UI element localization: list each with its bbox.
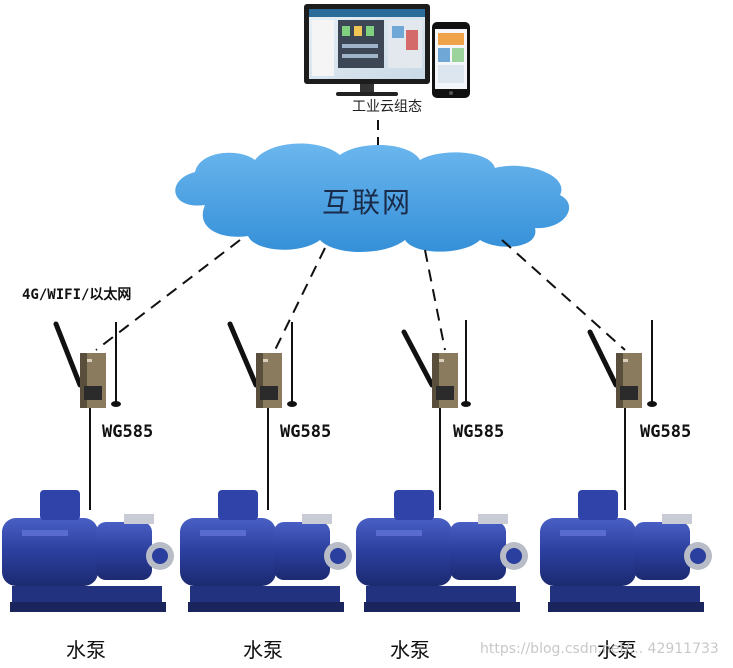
pump-label: 水泵 [243, 638, 283, 662]
gateway-device [401, 320, 471, 408]
internet-cloud [175, 143, 570, 252]
wireless-links [95, 239, 626, 351]
pump-icon [356, 490, 528, 612]
platform-label: 工业云组态 [352, 100, 422, 115]
gateway-device [587, 320, 657, 408]
gateway-label: WG585 [280, 422, 332, 442]
pump-label: 水泵 [390, 638, 430, 662]
pump-icon [540, 490, 712, 612]
wired-links [89, 408, 626, 510]
pump-icon [2, 490, 174, 612]
gateway-device [227, 321, 297, 408]
gateway-label: WG585 [453, 422, 505, 442]
monitor-icon [304, 4, 430, 96]
watermark-text: https://blog.csdn.net/... 42911733 [480, 641, 719, 657]
pump-label: 水泵 [597, 638, 637, 662]
gateway-device [53, 321, 121, 408]
pump-icon [180, 490, 352, 612]
phone-icon [432, 22, 470, 98]
gateway-label: WG585 [640, 422, 692, 442]
pump-label: 水泵 [66, 638, 106, 662]
cloud-label: 互联网 [322, 186, 413, 219]
gateway-label: WG585 [102, 422, 154, 442]
connection-label: 4G/WIFI/以太网 [22, 287, 132, 303]
